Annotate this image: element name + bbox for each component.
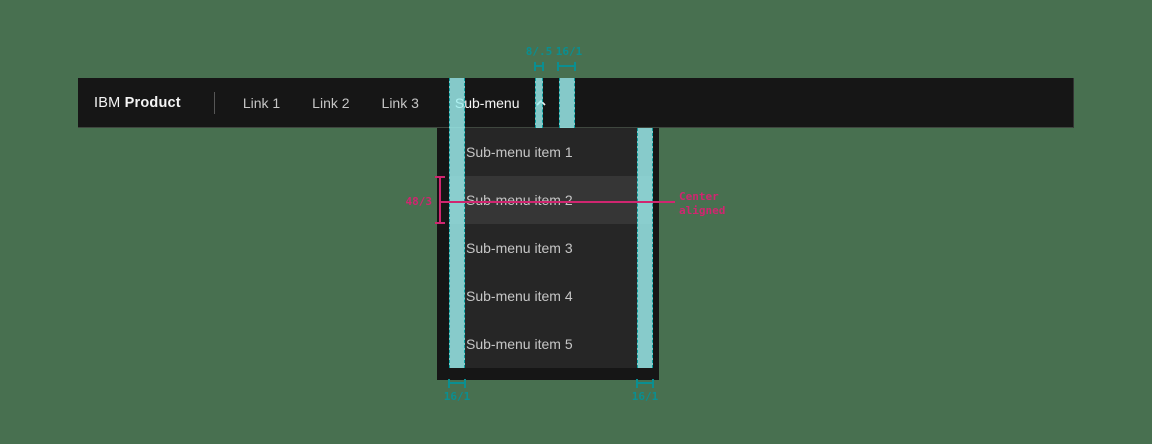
- menu-item-4[interactable]: Sub-menu item 4: [449, 272, 653, 320]
- measure-horizontal-icon: [534, 62, 544, 71]
- header-nav: Link 1 Link 2 Link 3 Sub-menu: [227, 78, 565, 127]
- spacing-label-8px: 8/.5: [525, 45, 553, 58]
- submenu-label: Sub-menu: [454, 94, 520, 111]
- submenu-gap: [525, 102, 533, 103]
- row-height-label: 48/3: [405, 195, 433, 208]
- spacing-overlay-label-gap: [535, 78, 543, 128]
- spacing-label-16px-bottom-right: 16/1: [631, 390, 659, 403]
- app-header: IBM Product Link 1 Link 2 Link 3 Sub-men…: [78, 78, 1074, 128]
- spacing-overlay-item-left: [449, 78, 465, 368]
- header-divider: [213, 91, 215, 114]
- submenu-panel: Sub-menu item 1 Sub-menu item 2 Sub-menu…: [437, 128, 659, 380]
- measure-horizontal-icon: [448, 379, 466, 388]
- center-alignment-line: [441, 201, 675, 203]
- nav-link-3[interactable]: Link 3: [381, 94, 419, 111]
- header-brand[interactable]: IBM Product: [94, 95, 181, 111]
- menu-item-1[interactable]: Sub-menu item 1: [449, 128, 653, 176]
- spacing-overlay-trigger-right: [559, 78, 575, 128]
- spacing-overlay-item-right: [637, 128, 653, 368]
- nav-link-1[interactable]: Link 1: [242, 94, 281, 111]
- menu-item-3[interactable]: Sub-menu item 3: [449, 224, 653, 272]
- nav-link-2[interactable]: Link 2: [312, 94, 350, 111]
- brand-name: Product: [124, 94, 181, 111]
- spacing-label-16px-bottom-left: 16/1: [443, 390, 471, 403]
- measure-horizontal-icon: [636, 379, 654, 388]
- measure-horizontal-icon: [557, 62, 576, 71]
- spacing-label-16px-top: 16/1: [555, 45, 583, 58]
- menu-item-5[interactable]: Sub-menu item 5: [449, 320, 653, 368]
- measure-vertical-icon: [435, 176, 445, 224]
- submenu-list: Sub-menu item 1 Sub-menu item 2 Sub-menu…: [449, 128, 653, 368]
- menu-item-2[interactable]: Sub-menu item 2: [449, 176, 653, 224]
- brand-prefix: IBM: [94, 94, 121, 111]
- center-aligned-note: Center aligned: [679, 190, 726, 217]
